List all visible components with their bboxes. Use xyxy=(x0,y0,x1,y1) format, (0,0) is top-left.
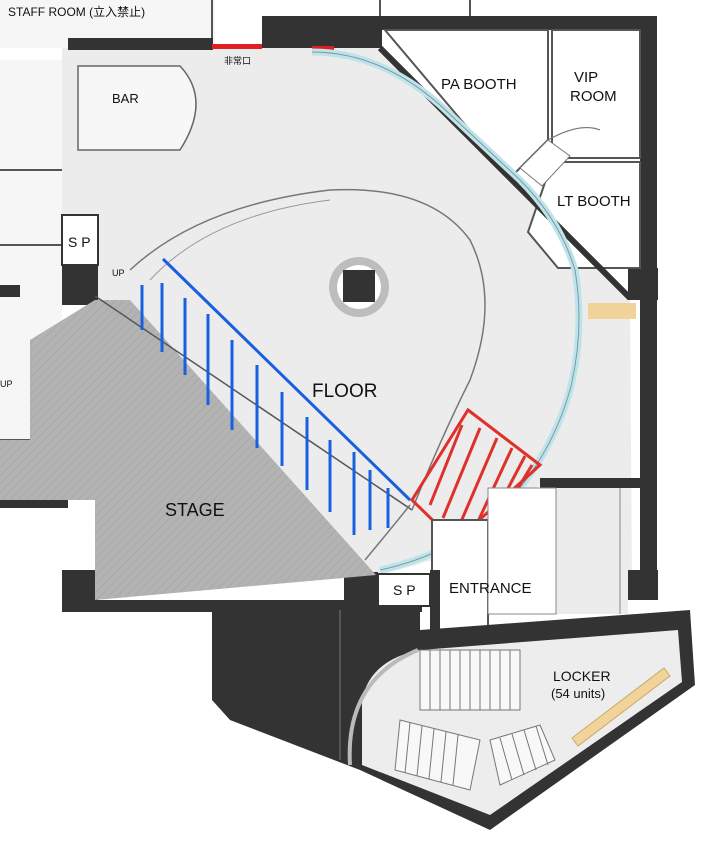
blue-zone xyxy=(140,257,412,535)
label-locker-units: (54 units) xyxy=(551,686,605,701)
stage-area xyxy=(95,300,376,600)
label-sp-left: S P xyxy=(68,234,91,250)
speaker-left xyxy=(61,214,99,266)
label-pa-booth: PA BOOTH xyxy=(441,76,517,93)
label-up-top: UP xyxy=(112,268,125,278)
emergency-exit-marker-right xyxy=(312,46,334,51)
label-bar: BAR xyxy=(112,91,139,106)
center-pillar xyxy=(329,257,389,317)
label-floor: FLOOR xyxy=(312,381,377,402)
entrance-area xyxy=(430,487,628,631)
booths xyxy=(382,29,641,269)
label-locker: LOCKER xyxy=(553,668,611,684)
walls xyxy=(0,16,658,612)
label-entrance: ENTRANCE xyxy=(449,580,532,597)
accent-wood-top xyxy=(588,303,636,319)
staircase xyxy=(394,649,556,791)
locker-units xyxy=(571,667,671,747)
speaker-bottom xyxy=(377,573,431,607)
label-up-left: UP xyxy=(0,379,13,389)
label-lt-booth: LT BOOTH xyxy=(557,193,631,210)
bar-counter xyxy=(77,65,197,151)
label-emergency-exit: 非常口 xyxy=(224,55,251,66)
emergency-exit-marker xyxy=(212,44,262,49)
label-staff-room: STAFF ROOM (立入禁止) xyxy=(8,4,145,19)
label-vip-room-2: ROOM xyxy=(570,88,617,105)
label-stage: STAGE xyxy=(165,500,225,520)
label-vip-room-1: VIP xyxy=(574,69,598,86)
label-sp-bottom: S P xyxy=(393,582,416,598)
floor-ellipse xyxy=(129,188,486,511)
